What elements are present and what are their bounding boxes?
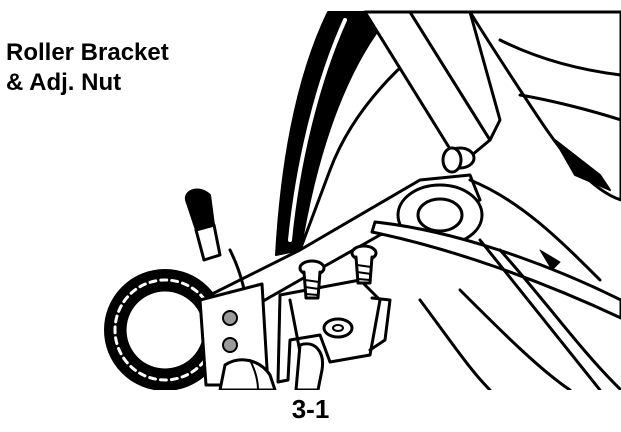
adjust-knob [184,188,215,231]
callout-label: Roller Bracket & Adj. Nut [6,38,169,98]
reel-blade-3 [458,288,572,390]
callout-line-1: Roller Bracket [6,39,169,66]
cutout-slot [554,139,611,191]
bracket-hole-1 [222,310,238,326]
figure-number: 3-1 [291,394,330,424]
hand [218,358,277,390]
reel-blade-1 [478,238,602,390]
bracket-hole-2 [222,337,238,353]
callout-line-2: & Adj. Nut [6,69,122,96]
bolt-left [298,259,326,300]
reel-blade-2 [498,248,621,390]
tire-tread [288,18,347,242]
deck-housing [468,10,621,202]
bolt-right [350,244,378,285]
cutting-blade [370,220,621,320]
